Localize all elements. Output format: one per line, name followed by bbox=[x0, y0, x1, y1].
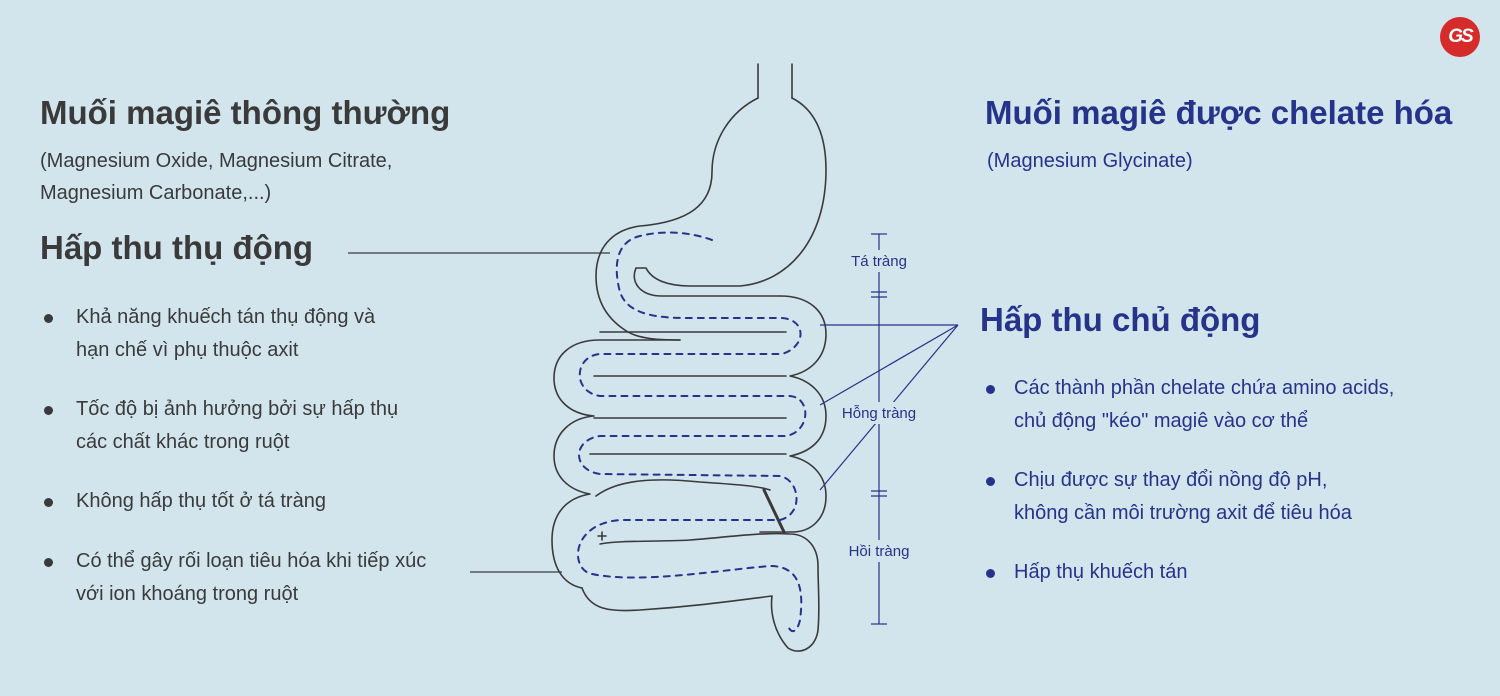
ileum-label: Hồi tràng bbox=[849, 543, 910, 560]
intestine-outline bbox=[551, 63, 827, 652]
active-points-list: Các thành phần chelate chứa amino acids,… bbox=[980, 372, 1460, 615]
passive-points-list: Khả năng khuếch tán thụ động và hạn chế … bbox=[40, 301, 480, 637]
brand-logo: GS bbox=[1440, 17, 1480, 57]
cecum-marker bbox=[597, 531, 607, 541]
active-leader-line-2 bbox=[819, 324, 959, 406]
point-line2: không cần môi trường axit để tiêu hóa bbox=[1014, 502, 1352, 524]
point-line2: với ion khoáng trong ruột bbox=[76, 583, 299, 605]
label-backdrop bbox=[834, 402, 924, 424]
small-intestine-right-boundary bbox=[759, 295, 827, 533]
bullet-icon bbox=[44, 558, 53, 567]
list-item: Không hấp thụ tốt ở tá tràng bbox=[40, 485, 480, 518]
list-item: Chịu được sự thay đổi nồng độ pH, không … bbox=[980, 464, 1460, 530]
chelated-salt-subtitle: (Magnesium Glycinate) bbox=[987, 150, 1193, 172]
regular-salt-subtitle-line2: Magnesium Carbonate,...) bbox=[40, 182, 272, 204]
point-line2: hạn chế vì phụ thuộc axit bbox=[76, 339, 299, 361]
point-line1: Hấp thụ khuếch tán bbox=[1014, 561, 1188, 583]
bullet-icon bbox=[986, 385, 995, 394]
list-item: Các thành phần chelate chứa amino acids,… bbox=[980, 372, 1460, 438]
point-line1: Chịu được sự thay đổi nồng độ pH, bbox=[1014, 469, 1328, 491]
small-intestine-left-boundary bbox=[551, 339, 681, 589]
ruler-tick bbox=[871, 490, 887, 497]
point-line1: Khả năng khuếch tán thụ động và bbox=[76, 306, 376, 328]
stomach-inner-wall bbox=[633, 97, 827, 297]
list-item: Khả năng khuếch tán thụ động và hạn chế … bbox=[40, 301, 480, 367]
bullet-icon bbox=[44, 314, 53, 323]
ruler-tick bbox=[871, 291, 887, 298]
stomach-outer-wall bbox=[595, 97, 759, 341]
segment-ruler bbox=[871, 233, 887, 625]
left-leader-lines bbox=[348, 252, 610, 573]
bullet-icon bbox=[986, 569, 995, 578]
absorption-path bbox=[577, 231, 807, 633]
chelated-salt-title: Muối magiê được chelate hóa bbox=[985, 94, 1453, 131]
large-intestine-outline bbox=[581, 532, 820, 652]
point-line1: Không hấp thụ tốt ở tá tràng bbox=[76, 490, 326, 512]
bullet-icon bbox=[44, 498, 53, 507]
bullet-icon bbox=[986, 477, 995, 486]
jejunum-label: Hỗng tràng bbox=[842, 405, 916, 422]
label-backdrop bbox=[846, 250, 912, 272]
point-line1: Tốc độ bị ảnh hưởng bởi sự hấp thụ bbox=[76, 398, 399, 420]
list-item: Có thể gây rối loạn tiêu hóa khi tiếp xú… bbox=[40, 545, 480, 611]
regular-salt-title: Muối magiê thông thường bbox=[40, 94, 451, 131]
passive-absorption-title: Hấp thu thụ động bbox=[40, 229, 314, 266]
point-line1: Có thể gây rối loạn tiêu hóa khi tiếp xú… bbox=[76, 550, 427, 572]
regular-salt-subtitle: (Magnesium Oxide, Magnesium Citrate, Mag… bbox=[40, 145, 500, 209]
ileocecal-junction bbox=[762, 488, 786, 534]
list-item: Hấp thụ khuếch tán bbox=[980, 556, 1460, 589]
regular-salt-subtitle-line1: (Magnesium Oxide, Magnesium Citrate, bbox=[40, 150, 393, 172]
label-backdrop bbox=[846, 540, 912, 562]
point-line2: chủ động "kéo" magiê vào cơ thể bbox=[1014, 410, 1309, 432]
duodenum-label: Tá tràng bbox=[851, 253, 907, 270]
point-line2: các chất khác trong ruột bbox=[76, 431, 290, 453]
active-absorption-title: Hấp thu chủ động bbox=[980, 301, 1261, 338]
list-item: Tốc độ bị ảnh hưởng bởi sự hấp thụ các c… bbox=[40, 393, 480, 459]
ileum-wall bbox=[595, 479, 771, 497]
bullet-icon bbox=[44, 406, 53, 415]
point-line1: Các thành phần chelate chứa amino acids, bbox=[1014, 377, 1395, 399]
